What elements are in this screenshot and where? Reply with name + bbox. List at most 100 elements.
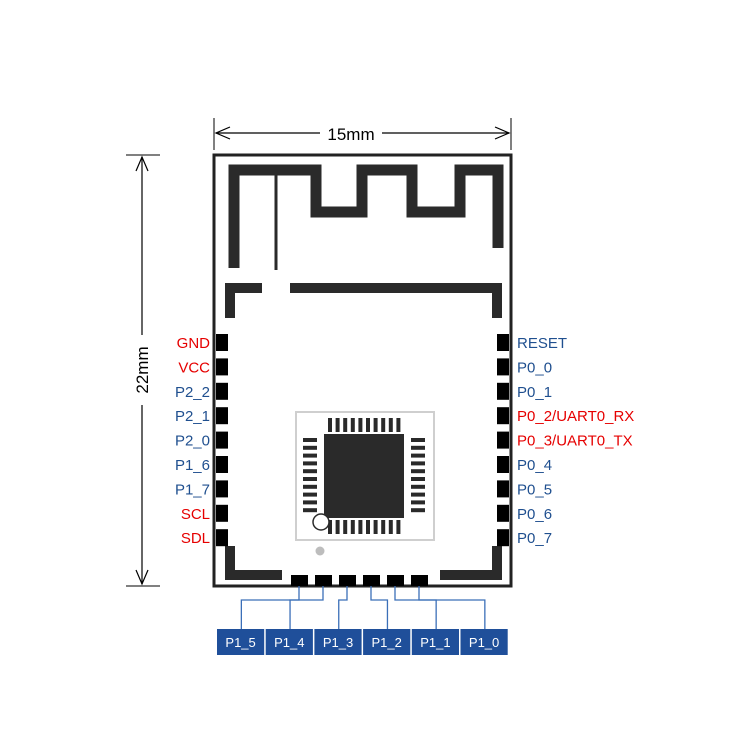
right-labels: RESET P0_0P0_1P0_2/UART0_RX P0_3/UART0_TX P… <box>517 335 634 547</box>
chip-pin-left <box>303 453 317 458</box>
chip-pin-bottom <box>328 520 332 534</box>
chip-pin-right <box>411 445 425 450</box>
right-pad-4 <box>497 431 509 449</box>
chip-pin1-ring <box>312 513 330 531</box>
chip-pin-top <box>350 418 355 432</box>
right-pin-label: P0_4 <box>517 457 552 474</box>
chip-pin1-dot <box>315 546 325 556</box>
chip-pin-left <box>303 500 317 505</box>
chip-pin-right <box>411 508 425 513</box>
qfn-chip <box>295 411 435 556</box>
left-pin-label: P2_0 <box>175 433 210 450</box>
bottom-pin-box <box>363 629 411 655</box>
right-pin-label: P0_7 <box>517 530 552 547</box>
right-pad-7 <box>497 504 509 522</box>
chip-pin-bottom <box>358 520 363 534</box>
chip-pin-top <box>335 418 340 432</box>
chip-pin-left <box>303 461 317 466</box>
right-pad-1 <box>497 358 509 376</box>
right-pin-label: RESET <box>517 335 567 352</box>
left-pad-0 <box>216 334 228 351</box>
left-pad-3 <box>216 407 228 425</box>
right-pad-5 <box>497 456 509 473</box>
bottom-pad-3 <box>363 575 380 586</box>
antenna-meander <box>228 164 504 268</box>
left-pin-label: SCL <box>181 506 210 523</box>
chip-pin-top <box>366 418 370 432</box>
right-pin-label: P0_1 <box>517 384 552 401</box>
bottom-leads <box>240 586 486 629</box>
chip-pin-top <box>358 418 363 432</box>
bottom-pin-box <box>314 629 362 655</box>
bottom-pad-4 <box>387 575 404 586</box>
bottom-pad-0 <box>291 575 308 586</box>
bottom-pad-2 <box>339 575 356 586</box>
chip-pin-bottom <box>335 520 340 534</box>
left-pin-label: VCC <box>178 359 210 376</box>
width-arrow-right <box>494 126 511 140</box>
chip-pin-right <box>411 492 425 497</box>
bottom-pin-label: P1_0 <box>469 635 499 650</box>
bottom-lead-2 <box>338 586 348 629</box>
bottom-lead-3 <box>370 586 389 629</box>
bottom-pin-box <box>217 629 265 655</box>
left-pads <box>216 334 228 547</box>
chip-pin-top <box>328 418 332 432</box>
chip-pin-top <box>373 418 378 432</box>
bottom-pin-box <box>411 629 459 655</box>
bottom-pin-label: P1_4 <box>274 635 304 650</box>
frame-top-left <box>225 283 262 318</box>
left-pad-8 <box>216 529 228 547</box>
bottom-pad-5 <box>411 575 428 586</box>
width-label: 15mm <box>327 125 374 144</box>
frame-top-right <box>290 283 502 318</box>
frame-bottom-left <box>225 546 282 580</box>
height-arrow-top <box>135 155 149 172</box>
right-pin-label: P0_2/UART0_RX <box>517 408 634 425</box>
chip-pin-bottom <box>396 520 401 534</box>
width-arrow-left <box>214 126 231 140</box>
chip-pin-top <box>343 418 348 432</box>
bottom-pin-label: P1_2 <box>372 635 402 650</box>
right-pin-label: P0_3/UART0_TX <box>517 433 633 450</box>
right-pad-2 <box>497 382 509 400</box>
height-arrow-bottom <box>135 569 149 586</box>
chip-pin-right <box>411 469 425 474</box>
chip-pin-right <box>411 453 425 458</box>
right-pad-0 <box>497 334 509 351</box>
chip-pin-top <box>388 418 393 432</box>
chip-pin-bottom <box>366 520 370 534</box>
chip-pin-right <box>411 438 425 442</box>
bottom-pin-label: P1_1 <box>420 635 450 650</box>
chip-pin-bottom <box>373 520 378 534</box>
right-pin-label: P0_5 <box>517 481 552 498</box>
chip-pin-right <box>411 477 425 481</box>
width-dimension: 15mm <box>213 118 512 150</box>
chip-outline <box>295 411 435 541</box>
left-pad-4 <box>216 431 228 449</box>
right-pad-3 <box>497 407 509 425</box>
left-pin-label: P2_2 <box>175 384 210 401</box>
bottom-lead-1 <box>289 586 324 629</box>
bottom-lead-0 <box>240 586 300 629</box>
bottom-pin-label: P1_3 <box>323 635 353 650</box>
left-pin-label: P1_7 <box>175 481 210 498</box>
chip-pin-bottom <box>388 520 393 534</box>
bottom-pin-box <box>265 629 313 655</box>
right-pin-label: P0_0 <box>517 359 552 376</box>
chip-pin-bottom <box>381 520 386 534</box>
bottom-pin-box <box>460 629 508 655</box>
bottom-pad-1 <box>315 575 332 586</box>
module-outline <box>212 153 513 588</box>
chip-pin-left <box>303 508 317 513</box>
frame-bottom-right <box>440 546 502 580</box>
bottom-lead-4 <box>394 586 437 629</box>
right-pin-label: P0_6 <box>517 506 552 523</box>
chip-die <box>324 434 404 518</box>
height-dimension: 22mm <box>126 154 160 587</box>
chip-pin-right <box>411 500 425 505</box>
left-pad-5 <box>216 456 228 473</box>
